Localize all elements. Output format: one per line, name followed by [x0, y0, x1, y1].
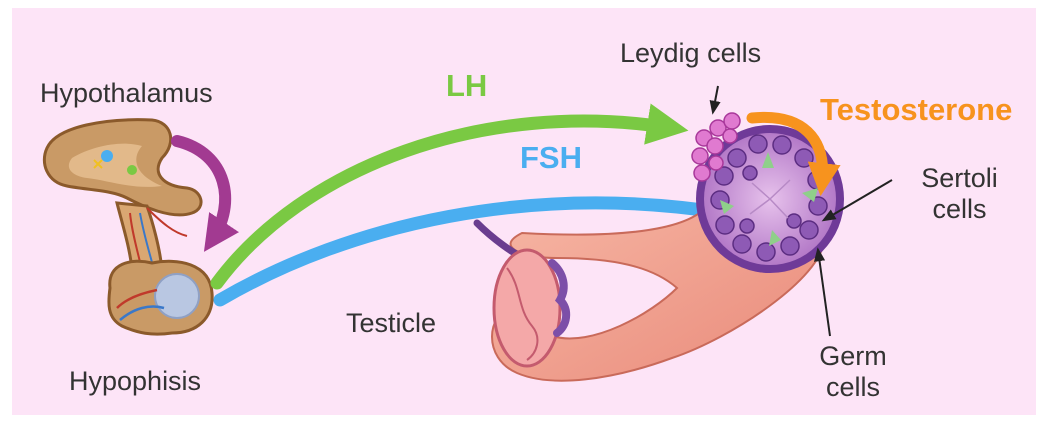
- label-hypothalamus: Hypothalamus: [40, 78, 213, 109]
- label-testosterone: Testosterone: [820, 92, 1012, 128]
- label-leydig-cells: Leydig cells: [620, 38, 761, 69]
- label-sertoli-cells: Sertoli cells: [902, 163, 1017, 225]
- germ-pointer: [818, 250, 830, 336]
- germ-line-2: cells: [807, 372, 899, 403]
- label-hypophisis: Hypophisis: [69, 366, 201, 397]
- hypothalamus-illustration: [44, 120, 212, 334]
- label-testicle: Testicle: [346, 308, 436, 339]
- germ-line-1: Germ: [807, 341, 899, 372]
- sertoli-line-2: cells: [902, 194, 1017, 225]
- leydig-pointer: [713, 86, 718, 112]
- label-fsh: FSH: [520, 140, 582, 176]
- label-lh: LH: [446, 68, 487, 104]
- sertoli-line-1: Sertoli: [902, 163, 1017, 194]
- label-germ-cells: Germ cells: [807, 341, 899, 403]
- diagram-canvas: Hypothalamus Hypophisis Testicle Leydig …: [12, 8, 1036, 415]
